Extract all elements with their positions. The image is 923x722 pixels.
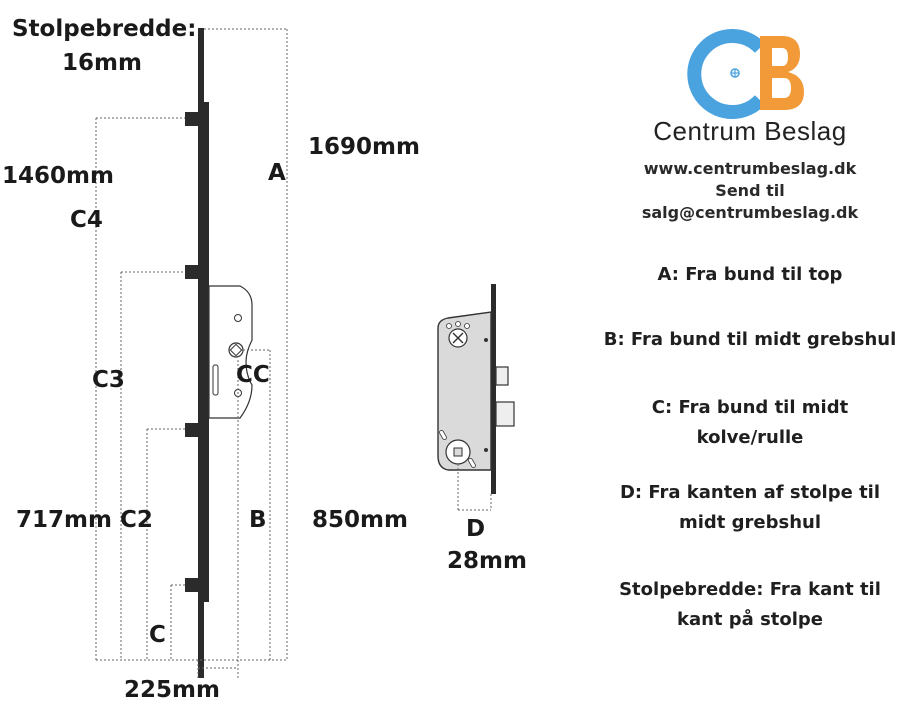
dimension-lines-left: [95, 28, 288, 678]
stolpebredde-title: Stolpebredde:: [12, 16, 197, 42]
label-a: A: [268, 160, 286, 186]
bolt-c: [185, 578, 198, 592]
brand-name: Centrum Beslag: [653, 116, 847, 146]
key-slot: [212, 364, 219, 396]
label-c4: C4: [70, 207, 103, 233]
label-c2: C2: [120, 507, 153, 533]
legend-d-line1: D: Fra kanten af stolpe til: [619, 482, 881, 503]
inner-rod: [204, 102, 209, 602]
dimension-1460: 1460mm: [2, 163, 114, 189]
legend-c-line2: kolve/rulle: [696, 427, 804, 448]
legend-stolpebredde-line2: kant på stolpe: [676, 609, 824, 630]
legend-stolpebredde-line1: Stolpebredde: Fra kant til: [619, 579, 881, 600]
bolt-c3: [185, 265, 198, 279]
dimension-1690: 1690mm: [308, 134, 420, 160]
legend-a: A: Fra bund til top: [657, 264, 843, 285]
spindle-square: [229, 343, 243, 357]
dimension-850: 850mm: [312, 507, 408, 533]
dimension-717: 717mm: [16, 507, 112, 533]
dimension-225: 225mm: [124, 677, 220, 703]
label-cc: CC: [236, 362, 270, 388]
label-d: D: [466, 516, 486, 542]
website-link[interactable]: www.centrumbeslag.dk: [643, 159, 857, 178]
legend-d-line2: midt grebshul: [678, 512, 822, 533]
lock-case-side: [437, 284, 515, 511]
bolt-c2: [185, 423, 198, 437]
stolpebredde-value: 16mm: [62, 50, 142, 76]
legend-c-line1: C: Fra bund til midt: [651, 397, 849, 418]
label-c3: C3: [92, 367, 125, 393]
legend-b: B: Fra bund til midt grebshul: [603, 329, 897, 350]
email-link[interactable]: salg@centrumbeslag.dk: [641, 203, 859, 222]
send-text: Send til: [715, 181, 785, 200]
dimension-28: 28mm: [447, 548, 527, 574]
faceplate-strip: [198, 28, 204, 678]
label-b: B: [249, 507, 267, 533]
bolt-c4: [185, 112, 198, 126]
label-c: C: [149, 622, 166, 648]
centrum-beslag-logo: [687, 29, 804, 119]
lock-body: [208, 285, 253, 419]
screw-hole-top: [234, 314, 242, 322]
